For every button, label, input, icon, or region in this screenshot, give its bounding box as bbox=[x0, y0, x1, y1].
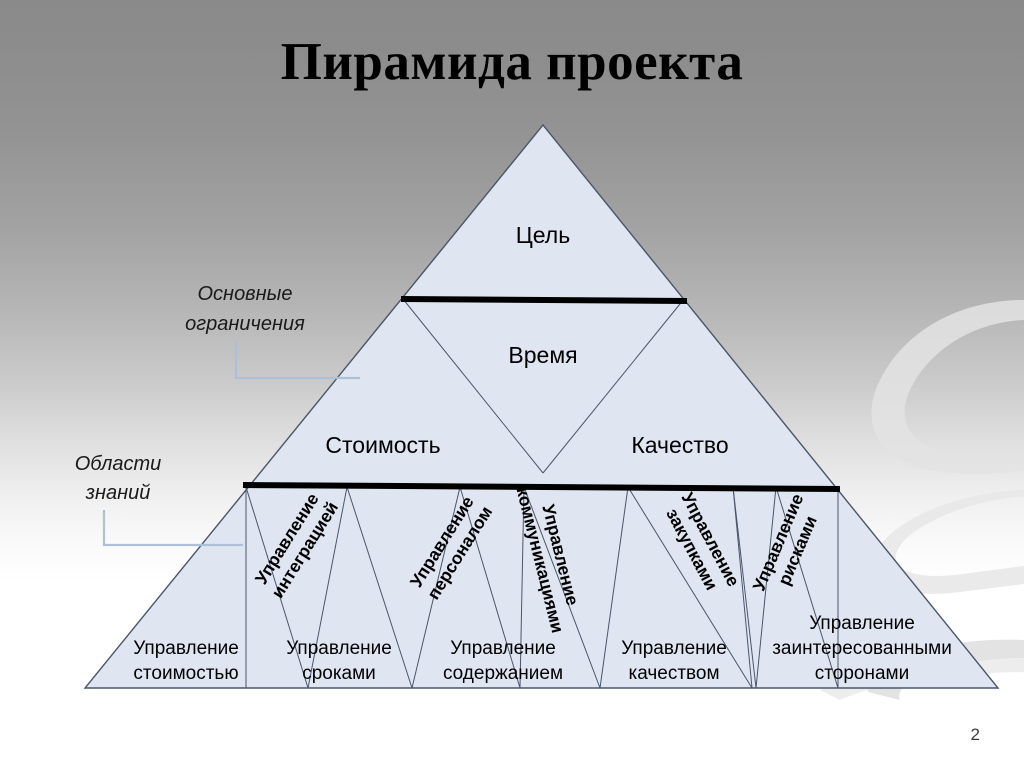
svg-text:Управление: Управление bbox=[286, 638, 392, 659]
svg-text:содержанием: содержанием bbox=[443, 663, 563, 684]
svg-text:стоимостью: стоимостью bbox=[133, 663, 238, 684]
tier-label-time: Время bbox=[508, 342, 577, 368]
page-number: 2 bbox=[970, 725, 980, 744]
svg-text:ограничения: ограничения bbox=[185, 313, 305, 335]
callout-leader-line-knowledge bbox=[102, 510, 243, 547]
callout-knowledge-areas: Области знаний bbox=[75, 453, 243, 547]
tier-label-cost: Стоимость bbox=[325, 432, 440, 458]
page-title: Пирамида проекта bbox=[280, 33, 744, 91]
base-label-cost-management: Управление стоимостью bbox=[133, 638, 239, 684]
tier-label-quality: Качество bbox=[631, 432, 728, 458]
apex-label: Цель bbox=[516, 222, 570, 248]
callout-leader-line-constraints bbox=[234, 340, 360, 380]
svg-text:Управление: Управление bbox=[809, 613, 915, 634]
base-label-schedule-management: Управление сроками bbox=[286, 638, 392, 684]
svg-text:знаний: знаний bbox=[85, 482, 151, 504]
svg-text:Управление: Управление bbox=[621, 638, 727, 659]
constraint-tier-dividers bbox=[402, 298, 685, 474]
svg-text:Управление: Управление bbox=[450, 638, 556, 659]
base-label-stakeholder-management: Управление заинтересованными сторонами bbox=[772, 613, 952, 684]
knowledge-tier-dividers bbox=[245, 486, 839, 689]
svg-text:Области: Области bbox=[75, 453, 162, 475]
constraint-separator-line bbox=[400, 296, 688, 304]
svg-text:сторонами: сторонами bbox=[815, 663, 909, 684]
base-label-scope-management: Управление содержанием bbox=[443, 638, 563, 684]
knowledge-separator-line bbox=[242, 482, 841, 492]
svg-text:Основные: Основные bbox=[198, 283, 293, 305]
svg-text:качеством: качеством bbox=[628, 663, 719, 684]
svg-text:заинтересованными: заинтересованными bbox=[772, 638, 952, 659]
base-label-quality-management: Управление качеством bbox=[621, 638, 727, 684]
svg-text:сроками: сроками bbox=[302, 663, 376, 684]
svg-text:Управление: Управление bbox=[133, 638, 239, 659]
callout-main-constraints: Основные ограничения bbox=[185, 283, 360, 380]
